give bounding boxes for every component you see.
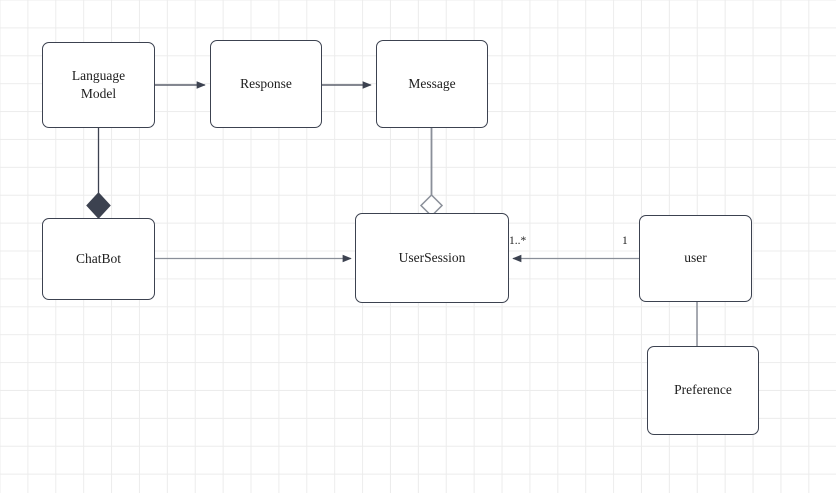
node-label: Response bbox=[240, 75, 292, 91]
node-label: Message bbox=[408, 75, 456, 91]
multiplicity-usersession-end: 1..* bbox=[509, 235, 527, 247]
edge-message-to-usersession[interactable] bbox=[419, 128, 444, 218]
multiplicity-user-end: 1 bbox=[622, 235, 628, 247]
node-user[interactable]: user bbox=[639, 215, 752, 302]
node-message[interactable]: Message bbox=[376, 40, 488, 128]
node-label: Preference bbox=[674, 382, 732, 398]
node-label: UserSession bbox=[398, 249, 466, 265]
node-language-model[interactable]: Language Model bbox=[42, 42, 155, 128]
edge-language-model-to-chatbot[interactable] bbox=[86, 128, 111, 219]
filled-diamond-marker bbox=[86, 192, 111, 219]
node-usersession[interactable]: UserSession bbox=[355, 213, 509, 303]
node-preference[interactable]: Preference bbox=[647, 346, 759, 435]
node-label: ChatBot bbox=[75, 250, 121, 266]
node-label: user bbox=[684, 250, 707, 266]
node-label: Language Model bbox=[71, 67, 126, 101]
node-response[interactable]: Response bbox=[210, 40, 322, 128]
node-chatbot[interactable]: ChatBot bbox=[42, 218, 155, 300]
